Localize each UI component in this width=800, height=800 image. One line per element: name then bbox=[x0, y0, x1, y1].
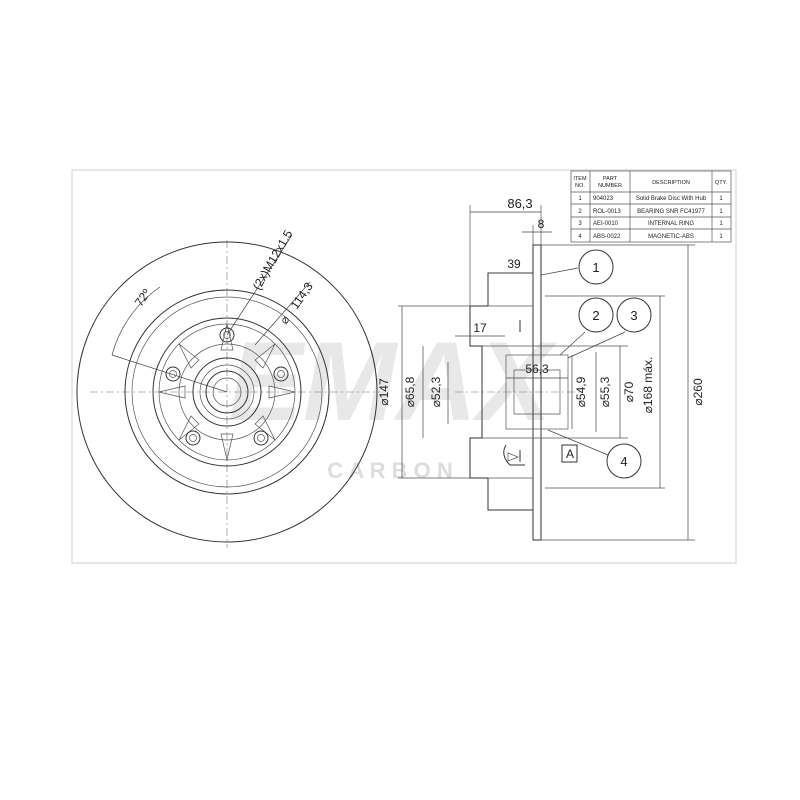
table-row-2-part: ROL-0013 bbox=[593, 209, 621, 215]
table-header-part-2: NUMBER bbox=[598, 183, 622, 189]
balloon-2 bbox=[578, 297, 614, 333]
bearing bbox=[505, 354, 569, 430]
table-row-4-item: 4 bbox=[578, 234, 582, 240]
dim-d549: ⌀54,9 bbox=[574, 376, 588, 407]
dim-disc-thickness: 8 bbox=[538, 217, 545, 231]
table-header-description: DESCRIPTION bbox=[652, 180, 690, 186]
side-view: A 86,3 8 39 17 56,3 ⌀147 ⌀65,8 ⌀52,3 ⌀54… bbox=[377, 196, 705, 541]
table-row-3-description: INTERNAL RING bbox=[648, 221, 694, 227]
balloon-4 bbox=[606, 443, 642, 479]
balloon-3-label: 3 bbox=[630, 308, 637, 323]
stud-holes bbox=[165, 327, 289, 446]
dim-d168: ⌀168 máx. bbox=[641, 357, 655, 414]
table-row-1-description: Solid Brake Disc With Hub bbox=[636, 196, 707, 202]
dim-overall-width: 86,3 bbox=[507, 196, 532, 211]
hub-flange bbox=[152, 317, 302, 467]
table-row-3-qty: 1 bbox=[719, 221, 723, 227]
balloon-1-label: 1 bbox=[592, 260, 599, 275]
table-row-1-item: 1 bbox=[578, 196, 582, 202]
balloon-1 bbox=[578, 249, 614, 285]
table-row-2-qty: 1 bbox=[719, 209, 723, 215]
table-header-qty: QTY. bbox=[715, 180, 728, 186]
table-row-3-part: AEI-0010 bbox=[593, 221, 619, 227]
table-row-2-item: 2 bbox=[578, 209, 582, 215]
disc-outer-edge bbox=[76, 241, 378, 543]
datum-label: A bbox=[566, 447, 574, 461]
dim-bearing-width: 56,3 bbox=[525, 362, 549, 376]
dim-inner-step: 17 bbox=[473, 321, 487, 335]
table-header-item-2: NO. bbox=[575, 183, 585, 189]
dim-d658: ⌀65,8 bbox=[403, 376, 417, 407]
pcd-label: 114,3 bbox=[288, 279, 316, 311]
angle-label: 72º bbox=[132, 286, 154, 309]
thread-label: (2x)M12x1.5 bbox=[250, 227, 296, 292]
balloon-3 bbox=[616, 297, 652, 333]
parts-table: ITEM NO. PART NUMBER DESCRIPTION QTY. 1 … bbox=[570, 170, 732, 243]
dim-hub-depth: 39 bbox=[507, 257, 521, 271]
table-row-2-description: BEARING SNR FC41977 bbox=[637, 209, 705, 215]
watermark-sub: C A R B O N bbox=[327, 458, 452, 483]
table-row-1-qty: 1 bbox=[719, 196, 723, 202]
balloon-2-label: 2 bbox=[592, 308, 599, 323]
table-header-part-1: PART bbox=[603, 176, 618, 182]
dim-d523: ⌀52,3 bbox=[429, 376, 443, 407]
drawing-frame bbox=[71, 169, 737, 564]
balloon-4-label: 4 bbox=[620, 454, 627, 469]
table-row-4-description: MAGNETIC-ABS bbox=[648, 234, 694, 240]
table-row-1-part: 904023 bbox=[593, 196, 614, 202]
disc-plate bbox=[532, 244, 542, 541]
hub-bore bbox=[205, 370, 249, 414]
dim-d553: ⌀55,3 bbox=[598, 376, 612, 407]
disc-inner-edge bbox=[124, 289, 330, 495]
table-header-item-1: ITEM bbox=[573, 176, 587, 182]
table-row-4-part: ABS-0022 bbox=[593, 234, 621, 240]
dim-d147: ⌀147 bbox=[377, 378, 391, 406]
hub-body bbox=[469, 272, 533, 511]
watermark-brand: EMAX bbox=[228, 319, 558, 444]
dim-d260: ⌀260 bbox=[691, 378, 705, 406]
hub-bore-outer bbox=[192, 357, 262, 427]
dim-d70: ⌀70 bbox=[622, 381, 636, 402]
table-row-4-qty: 1 bbox=[719, 234, 723, 240]
table-row-3-item: 3 bbox=[578, 221, 582, 227]
